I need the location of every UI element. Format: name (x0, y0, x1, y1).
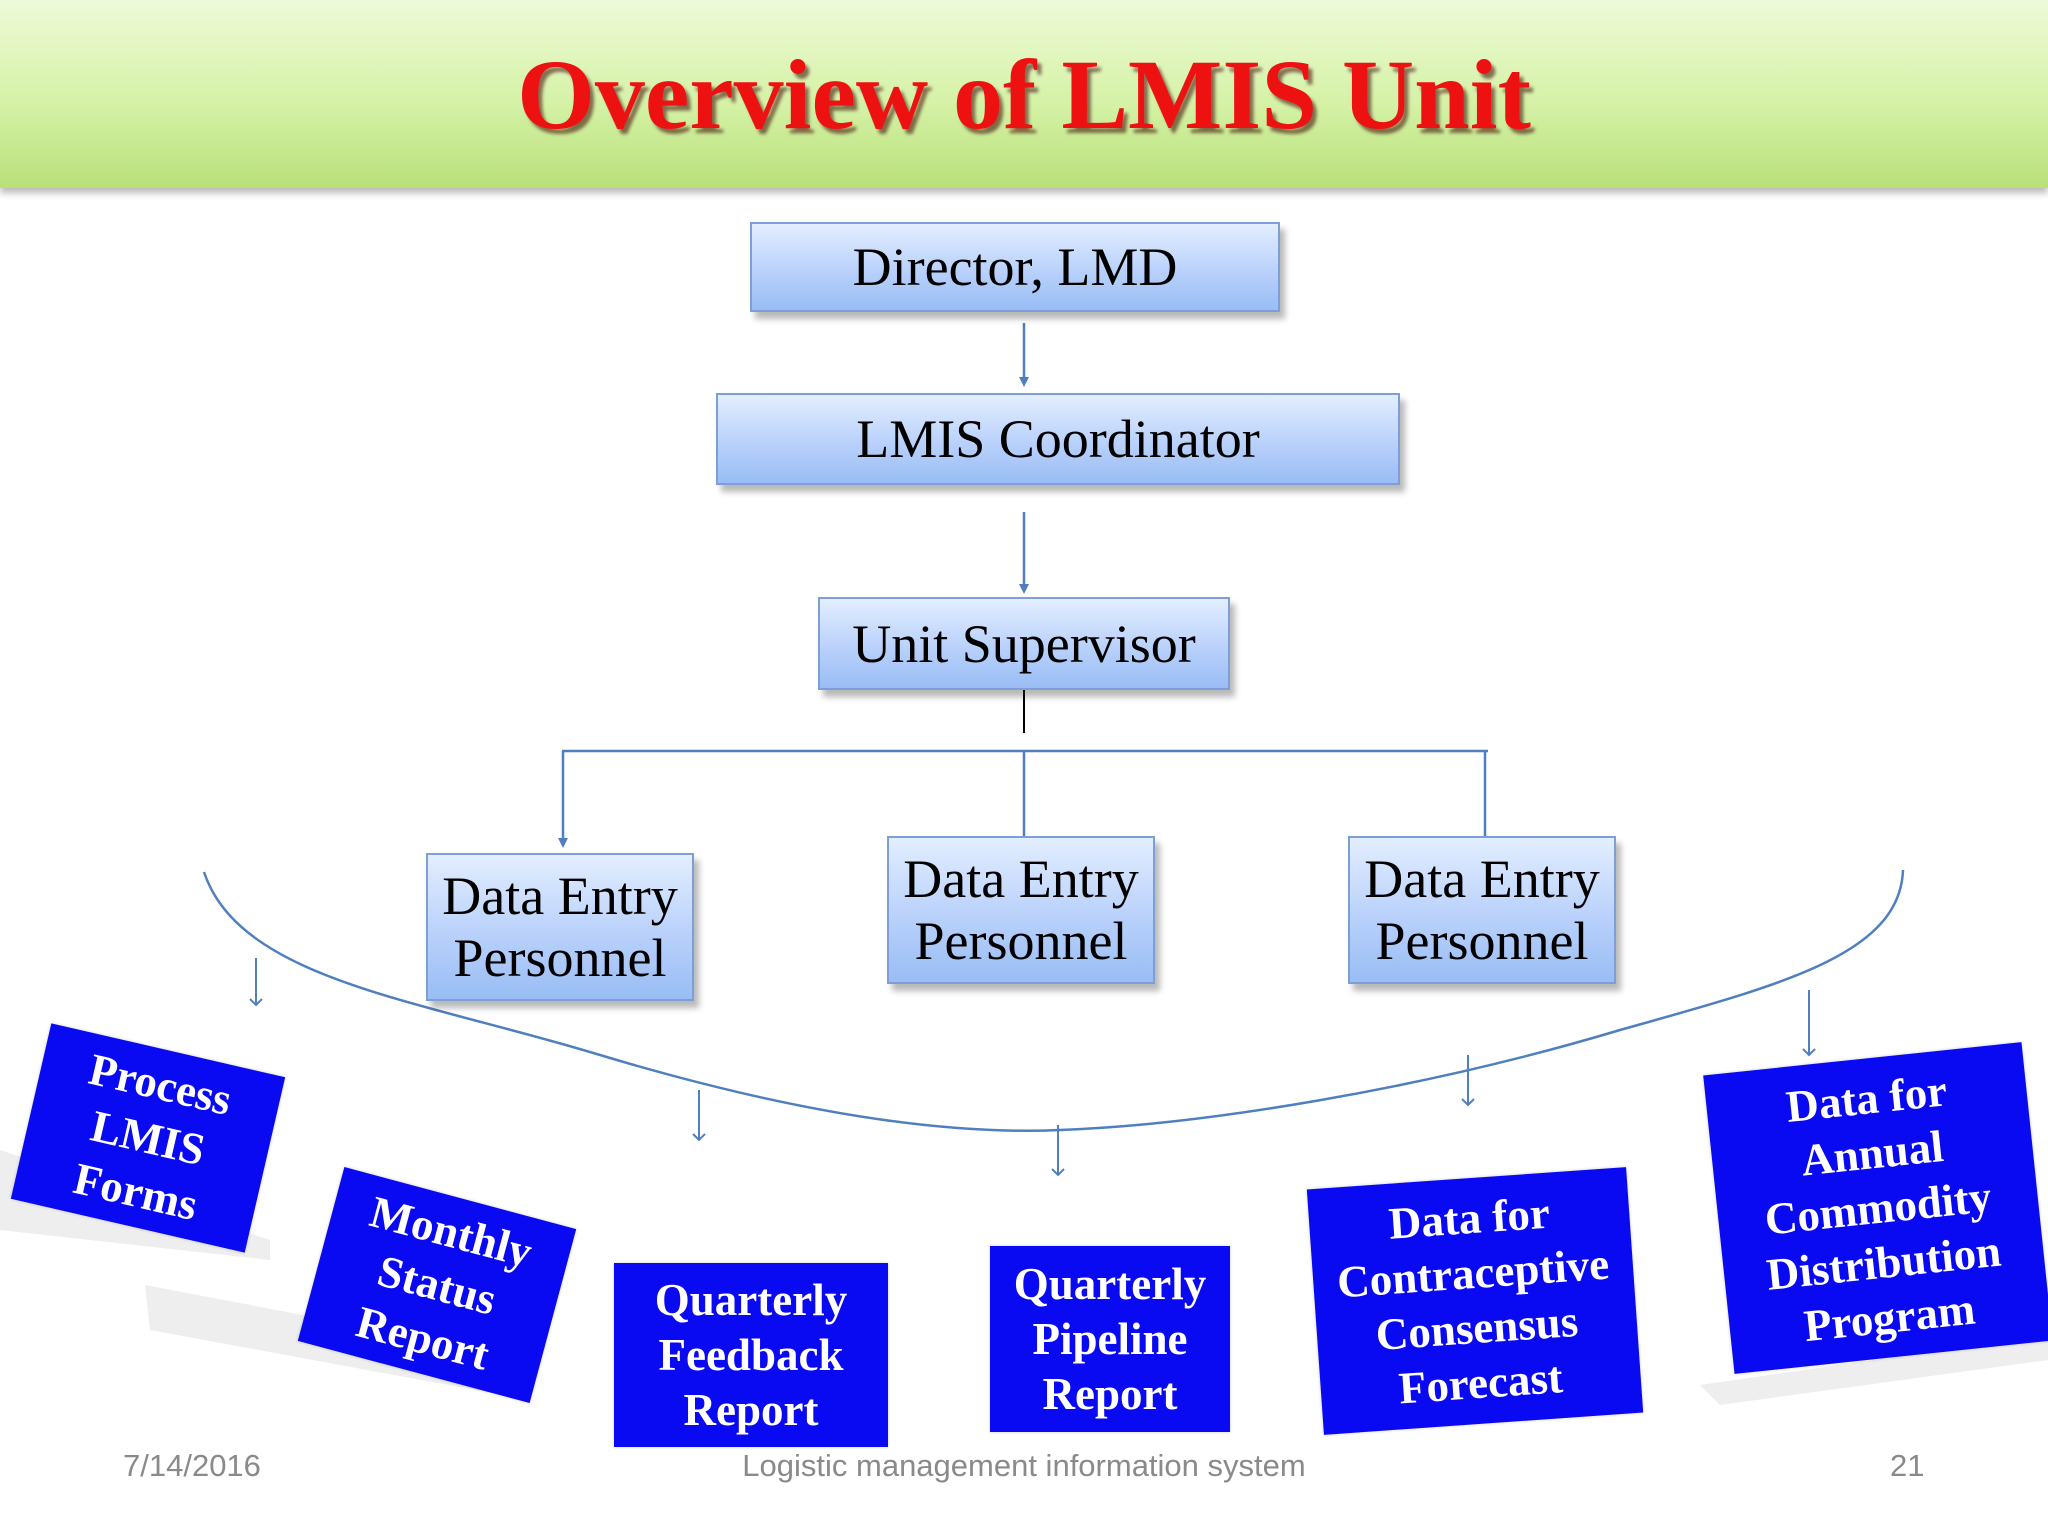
footer-date: 7/14/2016 (123, 1448, 261, 1483)
coordinator-box: LMIS Coordinator (716, 393, 1400, 485)
director-box: Director, LMD (750, 222, 1280, 312)
footer-page-number: 21 (1890, 1448, 1925, 1483)
slide-title: Overview of LMIS Unit (517, 38, 1531, 150)
output-4-line2: Pipeline (1032, 1313, 1188, 1364)
card-shadow-6 (1700, 1335, 2048, 1405)
output-3-line1: Quarterly (654, 1274, 848, 1325)
output-3-line2: Feedback (658, 1329, 844, 1380)
output-card-contraceptive-consensus-forecast: Data for Contraceptive Consensus Forecas… (1306, 1167, 1644, 1435)
data-entry-box-2: Data Entry Personnel (887, 836, 1155, 984)
supervisor-label: Unit Supervisor (852, 613, 1196, 674)
coordinator-label: LMIS Coordinator (856, 409, 1260, 469)
footer-center-text: Logistic management information system (742, 1448, 1306, 1483)
output-3-line3: Report (683, 1384, 819, 1435)
output-card-quarterly-pipeline-report: Quarterly Pipeline Report (990, 1246, 1230, 1432)
data-entry-box-3: Data Entry Personnel (1348, 836, 1616, 984)
output-4-line3: Report (1042, 1368, 1178, 1419)
title-banner: Overview of LMIS Unit (0, 0, 2048, 188)
data-entry-3-line2: Personnel (1375, 911, 1589, 971)
data-entry-1-line2: Personnel (453, 928, 667, 988)
director-label: Director, LMD (852, 237, 1178, 297)
data-entry-2-line2: Personnel (914, 911, 1128, 971)
output-4-line1: Quarterly (1013, 1258, 1207, 1309)
supervisor-box: Unit Supervisor (818, 597, 1230, 690)
data-entry-3-line1: Data Entry (1364, 849, 1600, 909)
data-entry-1-line1: Data Entry (442, 866, 678, 926)
output-curve (202, 869, 1905, 1132)
output-5-line4: Forecast (1397, 1352, 1565, 1414)
data-entry-box-1: Data Entry Personnel (426, 853, 694, 1001)
data-entry-2-line1: Data Entry (903, 849, 1139, 909)
output-card-annual-commodity-distribution: Data for Annual Commodity Distribution P… (1703, 1042, 2048, 1374)
output-card-quarterly-feedback-report: Quarterly Feedback Report (614, 1263, 888, 1447)
